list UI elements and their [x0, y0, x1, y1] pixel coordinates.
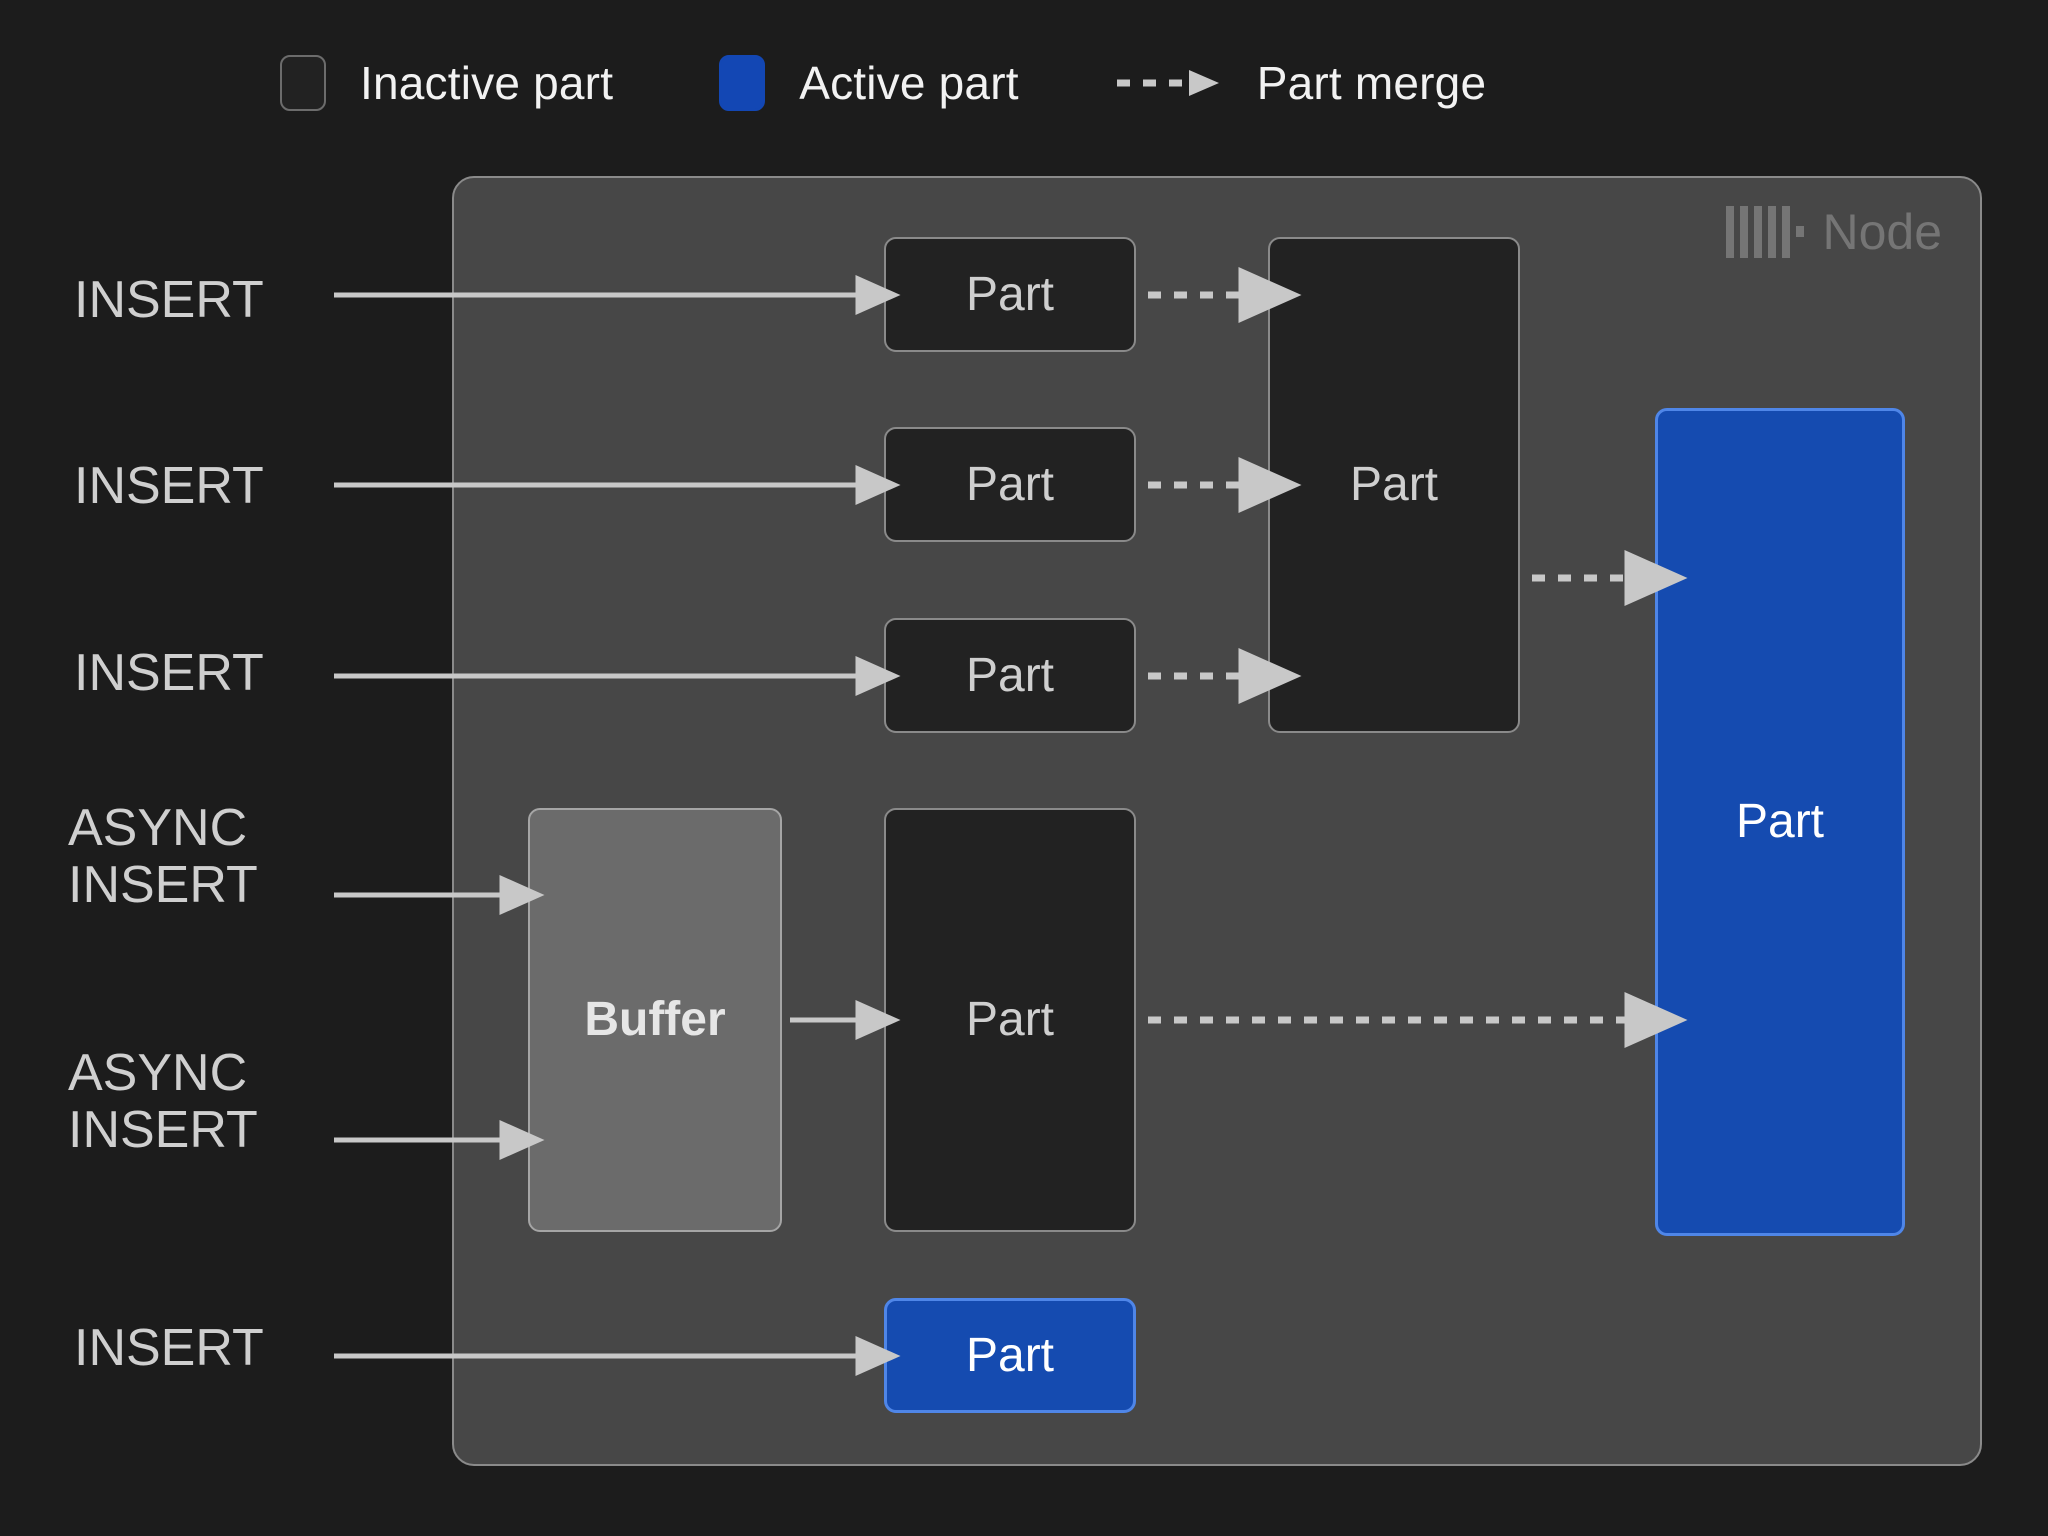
- part-box-final-label: Part: [1735, 795, 1825, 848]
- node-tag: Node: [1726, 206, 1942, 258]
- part-box-3-label: Part: [965, 648, 1055, 702]
- square-outline-icon: [280, 55, 326, 111]
- part-box-final[interactable]: Part: [1655, 408, 1905, 1236]
- legend-label-part-merge: Part merge: [1256, 57, 1487, 109]
- legend: Inactive part Active part Part merge: [280, 55, 1486, 111]
- part-box-1[interactable]: Part: [884, 237, 1136, 352]
- source-label-async-insert-1: ASYNC INSERT: [68, 799, 258, 915]
- part-box-2[interactable]: Part: [884, 427, 1136, 542]
- part-box-bottom[interactable]: Part: [884, 1298, 1136, 1413]
- source-label-insert-3: INSERT: [74, 644, 264, 702]
- legend-label-inactive-part: Inactive part: [360, 57, 614, 109]
- part-box-1-label: Part: [965, 267, 1055, 321]
- buffer-box[interactable]: Buffer: [528, 808, 782, 1232]
- source-label-async-insert-2: ASYNC INSERT: [68, 1044, 258, 1160]
- source-label-insert-4: INSERT: [74, 1319, 264, 1377]
- part-box-2-label: Part: [965, 457, 1055, 511]
- dashed-arrow-icon: [1115, 68, 1223, 98]
- part-box-async-label: Part: [965, 993, 1055, 1046]
- square-filled-icon: [719, 55, 766, 111]
- legend-item-inactive-part: Inactive part: [280, 55, 613, 111]
- part-box-3[interactable]: Part: [884, 618, 1136, 733]
- clickhouse-logo-icon: [1726, 206, 1805, 258]
- source-label-insert-2: INSERT: [74, 457, 264, 515]
- buffer-box-label: Buffer: [584, 993, 726, 1046]
- legend-label-active-part: Active part: [799, 57, 1019, 109]
- part-box-async[interactable]: Part: [884, 808, 1136, 1232]
- source-label-insert-1: INSERT: [74, 271, 264, 329]
- part-box-merged[interactable]: Part: [1268, 237, 1520, 733]
- part-box-bottom-label: Part: [965, 1328, 1055, 1382]
- part-box-merged-label: Part: [1349, 458, 1439, 511]
- legend-item-active-part: Active part: [719, 55, 1019, 111]
- legend-item-part-merge: Part merge: [1115, 56, 1487, 110]
- node-tag-label: Node: [1822, 204, 1942, 260]
